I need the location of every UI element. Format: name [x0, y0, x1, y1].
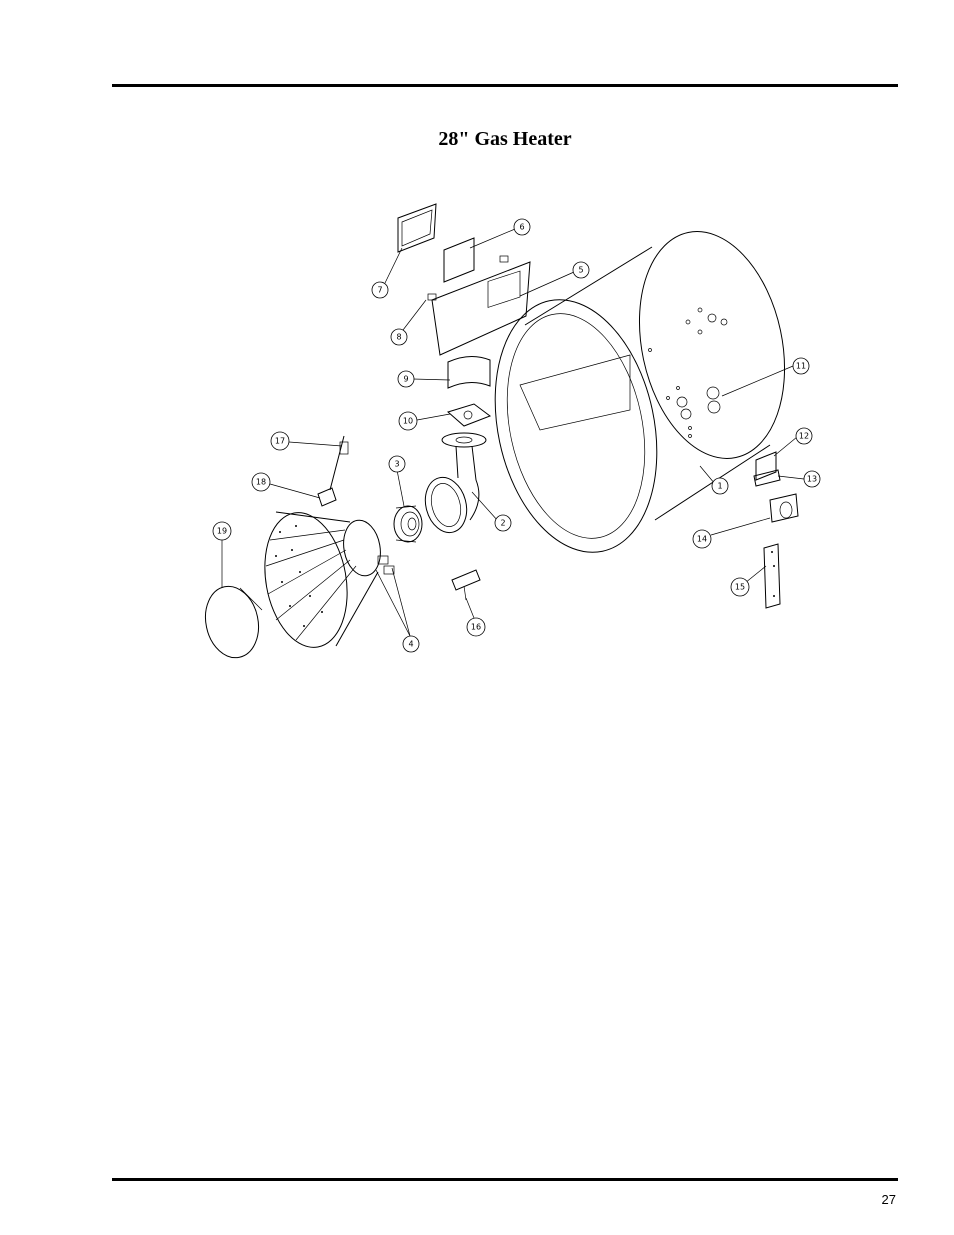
part-3-burner-head	[393, 505, 423, 543]
callout-7: 7	[371, 281, 389, 299]
part-2-burner-elbow	[424, 432, 487, 534]
callout-6: 6	[513, 218, 531, 236]
part-15-plate	[763, 543, 781, 609]
callout-3: 3	[388, 455, 406, 473]
part-16-valve	[451, 569, 481, 601]
svg-text:19: 19	[217, 527, 227, 536]
part-12-13-bracket	[753, 451, 781, 487]
footer-rule	[112, 1178, 898, 1181]
callout-2: 2	[494, 514, 512, 532]
part-14-clip	[769, 493, 799, 523]
svg-text:1: 1	[717, 482, 722, 491]
callout-17: 17	[270, 431, 290, 451]
callout-12: 12	[795, 427, 813, 445]
leader-lines	[221, 228, 805, 637]
part-10-flange	[446, 403, 492, 427]
callout-19: 19	[212, 521, 232, 541]
callout-18: 18	[251, 472, 271, 492]
callout-11: 11	[792, 357, 810, 375]
svg-text:16: 16	[471, 623, 481, 632]
svg-text:17: 17	[275, 437, 285, 446]
svg-text:11: 11	[796, 362, 806, 371]
part-7-gasket	[397, 203, 437, 253]
part-9-shield	[447, 356, 491, 389]
part-6-cover-plate	[443, 237, 475, 283]
callout-5: 5	[572, 261, 590, 279]
svg-text:14: 14	[697, 535, 707, 544]
part-17-igniter	[329, 435, 349, 491]
svg-text:8: 8	[396, 333, 401, 342]
part-1-housing	[494, 231, 786, 553]
svg-text:7: 7	[377, 286, 382, 295]
part-19-front-disc	[204, 585, 263, 659]
svg-text:18: 18	[256, 478, 266, 487]
callout-9: 9	[397, 370, 415, 388]
svg-text:12: 12	[799, 432, 809, 441]
callout-14: 14	[692, 529, 712, 549]
callout-1: 1	[711, 477, 729, 495]
page-number: 27	[881, 1192, 896, 1207]
page-title: 28" Gas Heater	[438, 128, 572, 150]
svg-text:6: 6	[519, 223, 524, 232]
callout-16: 16	[466, 617, 486, 637]
header-rule	[112, 84, 898, 87]
svg-text:10: 10	[403, 417, 413, 426]
svg-text:2: 2	[500, 519, 505, 528]
svg-text:9: 9	[403, 375, 408, 384]
callout-8: 8	[390, 328, 408, 346]
svg-text:3: 3	[394, 460, 399, 469]
callout-13: 13	[803, 470, 821, 488]
part-5-mounting-plate	[431, 261, 531, 356]
svg-text:13: 13	[807, 475, 817, 484]
part-8-fittings	[427, 255, 509, 301]
svg-text:15: 15	[735, 583, 745, 592]
part-18-bracket	[317, 487, 337, 507]
part-4-diffuser-cone	[264, 511, 395, 648]
callout-4: 4	[402, 635, 420, 653]
svg-text:5: 5	[578, 266, 583, 275]
callout-10: 10	[398, 411, 418, 431]
svg-text:4: 4	[408, 640, 413, 649]
callout-15: 15	[730, 577, 750, 597]
